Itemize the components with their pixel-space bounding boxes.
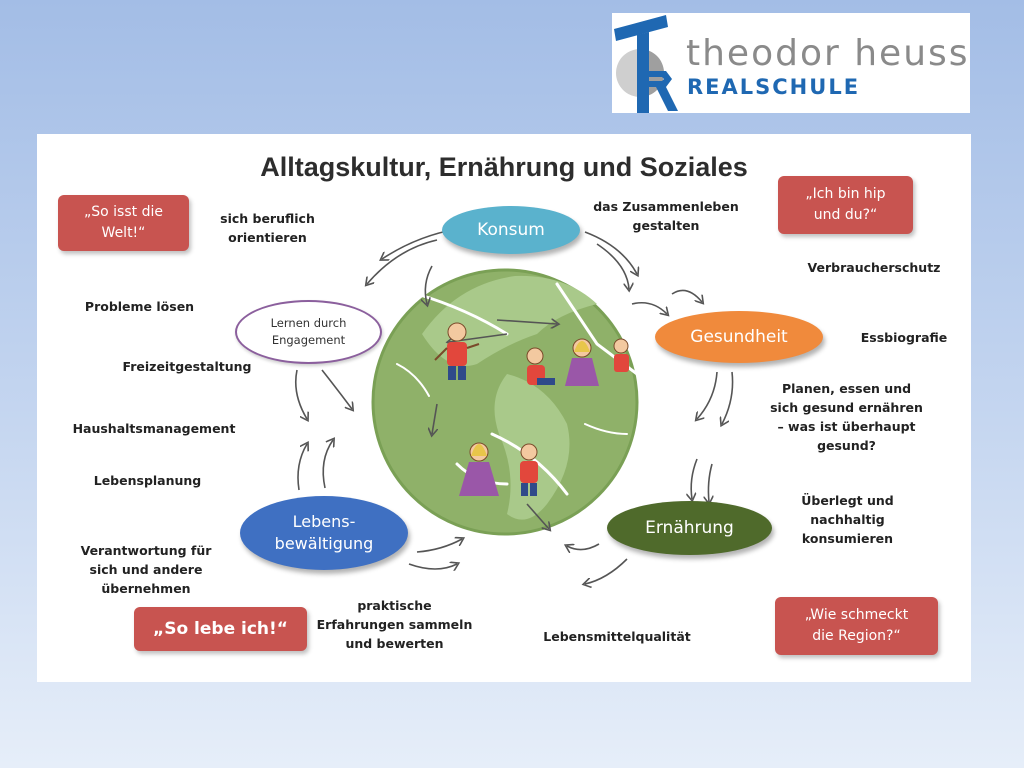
topic-freizeitgestaltung: Freizeitgestaltung — [122, 359, 252, 374]
node-ernaehrung: Ernährung — [607, 501, 772, 555]
child-figure-icon — [459, 442, 499, 496]
topic-planen-essen: Planen, essen und sich gesund ernähren –… — [770, 381, 923, 453]
node-lernen-durch-engagement: Lernen durch Engagement — [235, 300, 382, 364]
quote-box-wie-schmeckt: „Wie schmeckt die Region?“ — [775, 597, 938, 655]
quote-box-ich-bin-hip: „Ich bin hip und du?“ — [778, 176, 913, 234]
quote-box-so-isst-die-welt: „So isst die Welt!“ — [58, 195, 189, 251]
diagram-title: Alltagskultur, Ernährung und Soziales — [260, 152, 748, 182]
topic-beruflich-orientieren: sich beruflich orientieren — [220, 211, 315, 245]
topic-zusammenleben: das Zusammenleben gestalten — [593, 199, 739, 233]
child-figure-icon — [520, 443, 538, 496]
topic-verbraucherschutz: Verbraucherschutz — [807, 260, 941, 275]
child-figure-icon — [434, 322, 480, 380]
logo-school-name: theodor heuss — [686, 33, 970, 74]
node-lebensbewaeltigung: Lebens- bewältigung — [240, 496, 408, 570]
globe-icon — [371, 268, 639, 536]
school-logo: theodor heuss REALSCHULE — [612, 13, 970, 113]
node-konsum: Konsum — [442, 206, 580, 254]
school-emblem-icon — [614, 15, 678, 113]
child-figure-icon — [526, 347, 555, 385]
topic-lebensmittelqualitaet: Lebensmittelqualität — [543, 629, 691, 644]
logo-school-type: REALSCHULE — [687, 75, 861, 99]
topic-verantwortung: Verantwortung für sich und andere überne… — [80, 543, 212, 596]
child-figure-icon — [613, 338, 629, 372]
topic-praktische-erfahrungen: praktische Erfahrungen sammeln und bewer… — [316, 598, 473, 651]
diagram-artwork — [294, 228, 734, 682]
topic-essbiografie: Essbiografie — [860, 330, 948, 345]
topic-probleme-loesen: Probleme lösen — [84, 299, 195, 314]
child-figure-icon — [565, 338, 599, 386]
diagram-panel: Alltagskultur, Ernährung und Soziales „S… — [37, 134, 971, 682]
quote-box-so-lebe-ich: „So lebe ich!“ — [134, 607, 307, 651]
node-gesundheit: Gesundheit — [655, 311, 823, 363]
topic-lebensplanung: Lebensplanung — [93, 473, 202, 488]
topic-nachhaltig-konsumieren: Überlegt und nachhaltig konsumieren — [801, 493, 894, 546]
topic-haushaltsmanagement: Haushaltsmanagement — [72, 421, 236, 436]
